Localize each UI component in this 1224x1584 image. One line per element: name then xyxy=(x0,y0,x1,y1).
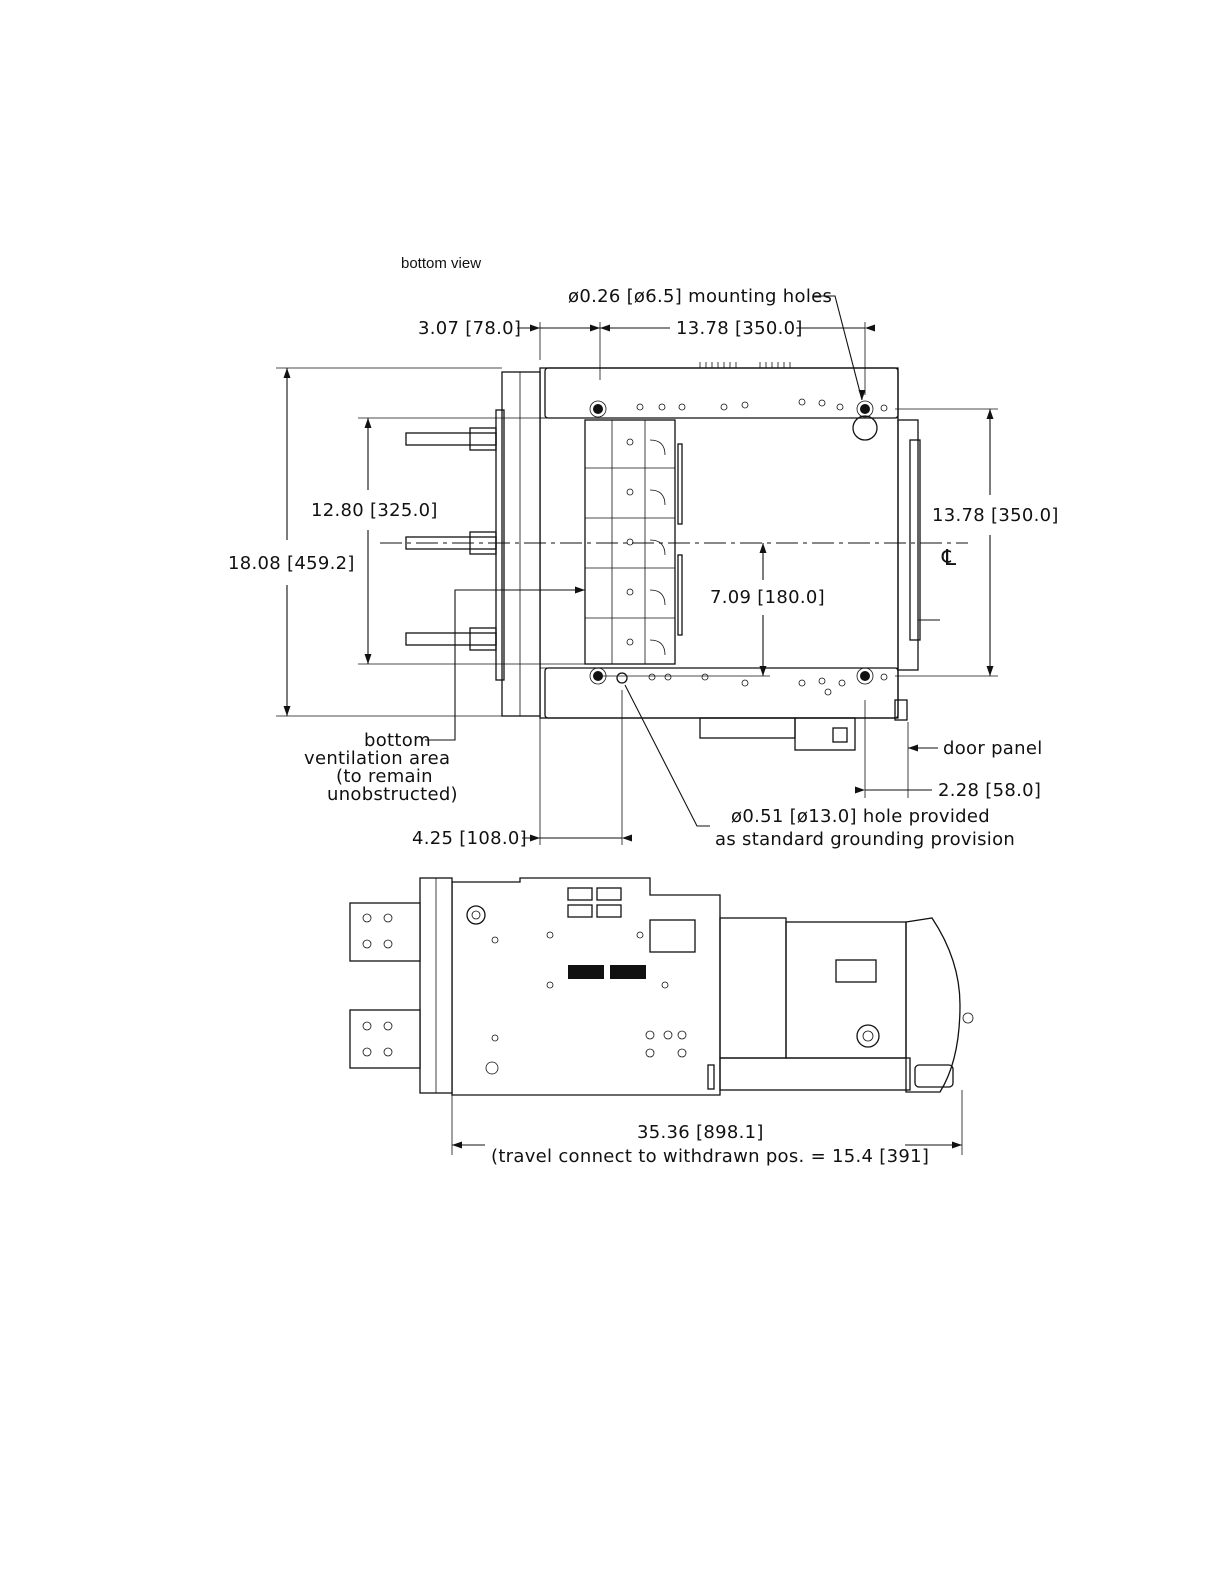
door-offset-label: 2.28 [58.0] xyxy=(938,780,1041,801)
dimension-arrowhead xyxy=(530,834,540,842)
dimension-arrowhead xyxy=(452,1141,462,1149)
handle-housing xyxy=(905,917,961,1093)
dimension-arrowhead xyxy=(600,324,610,332)
side-view-drawing xyxy=(349,877,974,1155)
dimension-arrowhead xyxy=(759,543,767,553)
side-plate xyxy=(451,877,721,1096)
ventilation-note-line2: ventilation area xyxy=(304,748,450,769)
mounting-holes xyxy=(589,400,874,685)
centerline-symbol: ℄ xyxy=(941,546,957,571)
terminal-stabs xyxy=(405,427,497,651)
bottom-view-drawing xyxy=(276,295,998,845)
hole-spacing-x-label: 13.78 [350.0] xyxy=(676,318,803,339)
rear-connector xyxy=(719,917,787,1059)
door-panel-label: door panel xyxy=(943,738,1043,759)
rail xyxy=(719,1057,911,1091)
ventilation-note-line3: (to remain xyxy=(336,766,433,787)
dimension-lines xyxy=(276,295,998,845)
bus-stabs xyxy=(349,902,421,1069)
grounding-hole xyxy=(616,672,628,684)
front-flange xyxy=(501,371,541,717)
contact-modules xyxy=(584,419,683,665)
overall-length-label: 35.36 [898.1] xyxy=(637,1122,764,1143)
ventilation-note-line1: bottom xyxy=(364,730,431,751)
inner-height-label: 12.80 [325.0] xyxy=(311,500,438,521)
dimension-arrowhead xyxy=(908,744,918,752)
dimension-arrowhead xyxy=(865,324,875,332)
door-mechanism xyxy=(897,419,919,671)
mounting-holes-label: ø0.26 [ø6.5] mounting holes xyxy=(568,286,832,307)
dimension-arrowhead xyxy=(283,706,291,716)
motor-housing xyxy=(785,921,907,1059)
hole-spacing-y-label: 13.78 [350.0] xyxy=(932,505,1059,526)
dimension-arrowhead xyxy=(590,324,600,332)
overall-height-label: 18.08 [459.2] xyxy=(228,553,355,574)
dimension-arrowhead xyxy=(759,666,767,676)
view-title: bottom view xyxy=(401,255,481,272)
dimension-arrowhead xyxy=(855,786,865,794)
dimension-arrowhead xyxy=(575,586,585,594)
dimension-arrowhead xyxy=(530,324,540,332)
dimension-arrowhead xyxy=(952,1141,962,1149)
ventilation-note-line4: unobstructed) xyxy=(327,784,458,805)
centerline-offset-label: 7.09 [180.0] xyxy=(710,587,825,608)
dimension-arrowhead xyxy=(858,390,866,400)
ground-offset-label: 4.25 [108.0] xyxy=(412,828,527,849)
front-offset-label: 3.07 [78.0] xyxy=(418,318,521,339)
dimension-arrows xyxy=(283,324,994,1149)
dimension-arrowhead xyxy=(283,368,291,378)
access-hole xyxy=(852,415,878,441)
travel-note: (travel connect to withdrawn pos. = 15.4… xyxy=(491,1146,929,1167)
dimension-arrowhead xyxy=(364,654,372,664)
grounding-note-line2: as standard grounding provision xyxy=(715,829,1015,850)
dimension-arrowhead xyxy=(364,418,372,428)
grounding-note-line1: ø0.51 [ø13.0] hole provided xyxy=(731,806,990,827)
dimension-arrowhead xyxy=(986,666,994,676)
dimension-arrowhead xyxy=(622,834,632,842)
dimension-arrowhead xyxy=(986,409,994,419)
